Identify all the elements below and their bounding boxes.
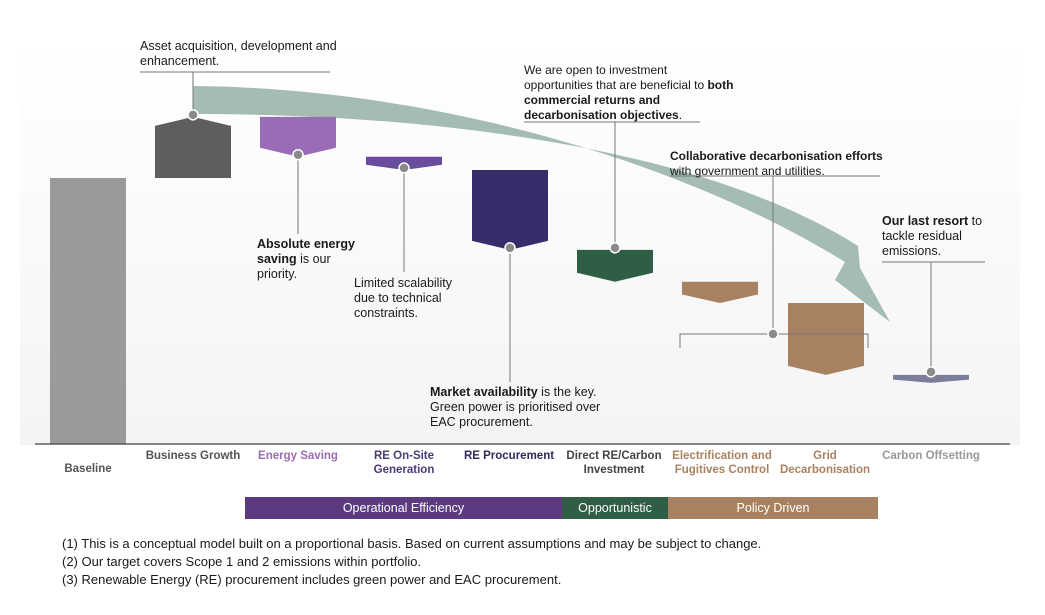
dot-carbon-offsetting [925, 366, 937, 378]
bar-re-procurement [472, 170, 548, 250]
trend-arrow [193, 86, 890, 322]
category-label-baseline: Baseline [64, 463, 112, 475]
bar-electrification-and-fugitives-control [682, 281, 758, 304]
bar-energy-saving [260, 116, 336, 157]
annotation-asset: Asset acquisition, development and enhan… [140, 39, 337, 68]
dot-re-onsite [398, 162, 410, 174]
footnote-1: (1) This is a conceptual model built on … [62, 536, 762, 551]
category-label-energy-saving: Energy Saving [258, 450, 338, 462]
band-operational-efficiency: Operational Efficiency [245, 497, 562, 519]
category-label-re-onsite: RE On-Site Generation [373, 450, 435, 476]
dot-direct-re [609, 242, 621, 254]
bar-baseline [50, 178, 126, 444]
dot-energy-saving [292, 148, 304, 161]
category-label-grid: Grid Decarbonisation [779, 450, 871, 476]
footnote-3: (3) Renewable Energy (RE) procurement in… [62, 572, 562, 587]
bar-direct-re-carbon-investment [577, 249, 653, 282]
annotation-energy-saving: Absolute energy saving is our priority. [257, 237, 355, 281]
annotation-market: Market availability is the key. Green po… [430, 385, 601, 429]
category-label-electrification: Electrification and Fugitives Control [672, 450, 772, 476]
band-opportunistic: Opportunistic [562, 497, 668, 519]
dot-re-procurement [504, 242, 516, 254]
category-label-carbon-offsetting: Carbon Offsetting [882, 450, 980, 462]
annotation-last-resort: Our last resort to tackle residual emiss… [882, 214, 983, 258]
category-label-re-procurement: RE Procurement [463, 450, 555, 462]
dot-business-growth [187, 109, 199, 121]
band-policy-driven: Policy Driven [668, 497, 878, 519]
footnotes: (1) This is a conceptual model built on … [62, 535, 761, 589]
bar-grid-decarbonisation [788, 303, 864, 375]
category-label-direct-re: Direct RE/Carbon Investment [566, 450, 662, 476]
annotation-collaborative: Collaborative decarbonisation efforts wi… [670, 149, 883, 178]
footnote-2: (2) Our target covers Scope 1 and 2 emis… [62, 554, 422, 569]
annotation-onsite: Limited scalability due to technical con… [354, 276, 452, 320]
annotation-investment: We are open to investment opportunities … [524, 63, 734, 122]
bar-business-growth [155, 116, 231, 178]
dot-policy [767, 328, 779, 340]
bar-carbon-offsetting [893, 374, 969, 383]
category-label-business-growth: Business Growth [145, 450, 241, 462]
